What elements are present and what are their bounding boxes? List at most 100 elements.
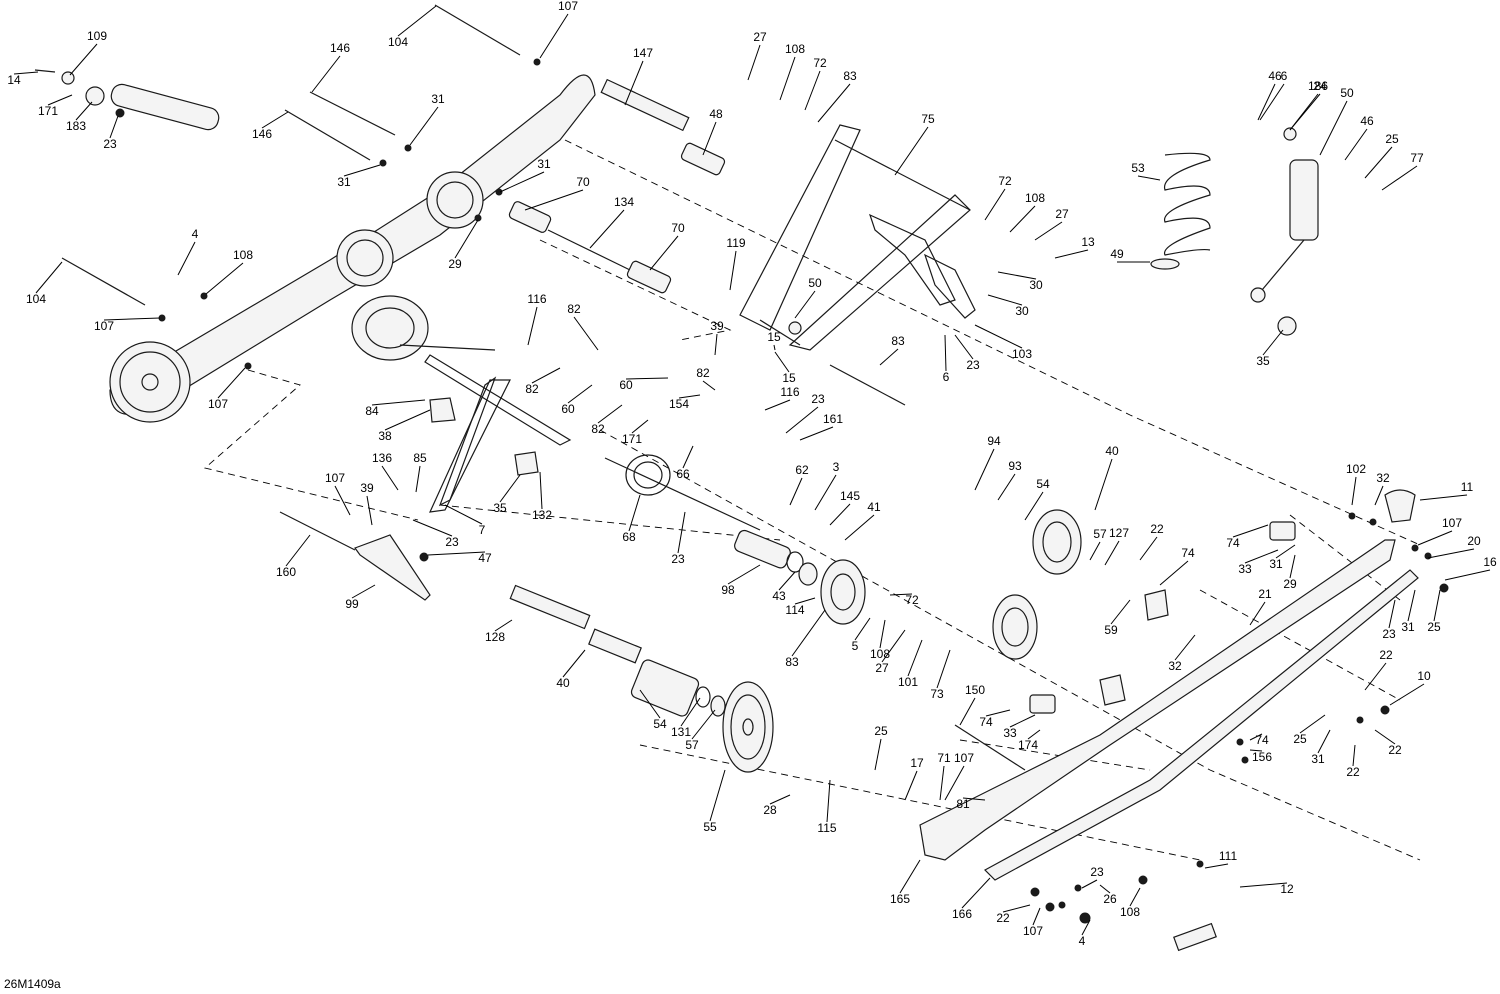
callout-leader	[702, 121, 717, 156]
callout-label: 12	[1280, 882, 1294, 896]
callout-label: 108	[233, 248, 253, 262]
callout-leader	[794, 597, 816, 605]
callout-label: 33	[1238, 562, 1252, 576]
callout-label: 22	[1379, 648, 1393, 662]
callout-label: 17	[910, 756, 924, 770]
callout-leader	[311, 55, 341, 93]
callout-label: 102	[1346, 462, 1366, 476]
callout-label: 72	[998, 174, 1012, 188]
callout-leader	[285, 534, 311, 567]
callout-leader	[1352, 744, 1356, 767]
slide-rail-assembly	[919, 489, 1419, 952]
callout-leader	[879, 619, 886, 649]
callout-leader	[1129, 887, 1141, 907]
callout-label: 7	[479, 523, 486, 537]
callout-leader	[944, 334, 947, 372]
figure-reference: 26M1409a	[4, 977, 61, 991]
callout-label: 59	[1104, 623, 1118, 637]
callout-leader	[904, 770, 918, 801]
callout-label: 132	[532, 508, 552, 522]
callout-leader	[409, 106, 439, 146]
callout-label: 3	[833, 460, 840, 474]
callout-leader	[974, 324, 1023, 349]
callout-label: 10	[1417, 669, 1431, 683]
callout-leader	[1374, 729, 1396, 745]
callout-label: 93	[1008, 459, 1022, 473]
callout-label: 35	[493, 501, 507, 515]
callout-label: 82	[591, 422, 605, 436]
callout-label: 25	[1427, 620, 1441, 634]
callout-label: 60	[561, 402, 575, 416]
callout-leader	[1139, 536, 1158, 561]
callout-label: 70	[671, 221, 685, 235]
callout-leader	[826, 779, 831, 823]
callout-leader	[412, 519, 453, 537]
callout-label: 4	[192, 227, 199, 241]
callout-label: 28	[763, 803, 777, 817]
rods-upper	[61, 4, 726, 306]
callout-leader	[366, 495, 373, 526]
callout-leader	[799, 426, 834, 441]
callout-leader	[899, 859, 921, 894]
callout-label: 23	[1090, 865, 1104, 879]
callout-leader	[1388, 599, 1396, 629]
callout-leader	[628, 494, 641, 532]
callout-label: 136	[372, 451, 392, 465]
callout-label: 128	[485, 630, 505, 644]
callout-label: 107	[1023, 924, 1043, 938]
callout-label: 146	[330, 41, 350, 55]
callout-leader	[774, 351, 790, 373]
callout-label: 85	[413, 451, 427, 465]
callout-label: 107	[1442, 516, 1462, 530]
callout-label: 29	[448, 257, 462, 271]
callout-label: 25	[1385, 132, 1399, 146]
callout-leader	[785, 406, 819, 434]
callout-leader	[907, 639, 923, 677]
callout-label: 31	[1401, 620, 1415, 634]
callout-label: 41	[867, 500, 881, 514]
callout-leader	[261, 111, 289, 129]
callout-label: 21	[1258, 587, 1272, 601]
callout-label: 30	[1015, 304, 1029, 318]
callout-label: 82	[567, 302, 581, 316]
callout-leader	[1204, 863, 1229, 869]
callout-leader	[109, 115, 119, 139]
callout-leader	[13, 71, 39, 75]
callout-leader	[1174, 634, 1196, 661]
callout-label: 111	[1219, 849, 1238, 863]
center-lower-parts	[424, 354, 818, 586]
callout-label: 32	[1376, 471, 1390, 485]
callout-label: 32	[1168, 659, 1182, 673]
callout-leader	[47, 94, 73, 106]
front-arm-assembly	[739, 124, 976, 351]
callout-label: 116	[527, 292, 546, 306]
callout-label: 160	[276, 565, 296, 579]
callout-leader	[747, 44, 761, 81]
callout-label: 39	[360, 481, 374, 495]
callout-leader	[814, 474, 837, 511]
callout-leader	[1257, 83, 1276, 121]
callout-label: 66	[676, 467, 690, 481]
callout-leader	[889, 593, 913, 596]
callout-label: 22	[1388, 743, 1402, 757]
callout-label: 27	[1055, 207, 1069, 221]
callout-label: 23	[1382, 627, 1396, 641]
callout-label: 22	[996, 911, 1010, 925]
callout-leader	[1299, 714, 1326, 734]
callout-leader	[874, 738, 882, 771]
callout-leader	[639, 689, 661, 719]
callout-label: 183	[66, 119, 86, 133]
callout-leader	[1344, 128, 1368, 161]
callout-label: 156	[1252, 750, 1272, 764]
callout-label: 107	[558, 0, 578, 13]
callout-leader	[1024, 491, 1044, 521]
callout-leader	[854, 617, 871, 641]
callout-label: 23	[811, 392, 825, 406]
callout-leader	[1232, 524, 1269, 538]
callout-label: 35	[1256, 354, 1270, 368]
callout-label: 16	[1483, 555, 1497, 569]
callout-leader	[1433, 589, 1441, 622]
callout-leader	[597, 404, 623, 424]
callout-leader	[1009, 714, 1036, 728]
callout-label: 154	[669, 397, 689, 411]
